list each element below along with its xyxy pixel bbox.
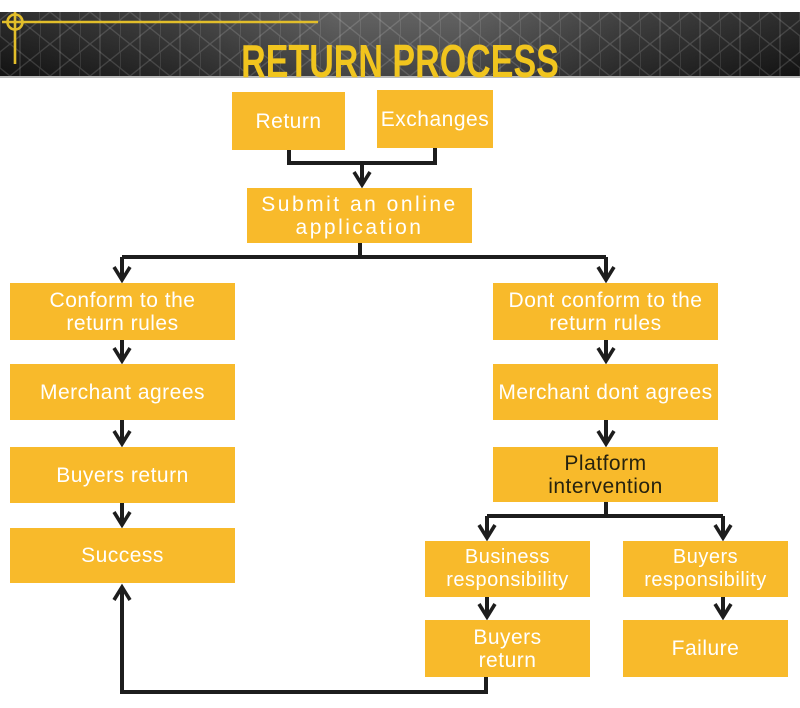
header-band: RETURN PROCESS: [0, 12, 800, 84]
flow-node-label: Buyers responsibility: [644, 546, 767, 591]
flow-node-merchant-agrees: Merchant agrees: [10, 364, 235, 420]
flow-node-dont-conform-rules: Dont conform to the return rules: [493, 283, 718, 340]
hex-mesh-pattern: [0, 12, 800, 76]
flow-node-label: Platform intervention: [548, 451, 663, 498]
flow-node-submit-application: Submit an online application: [247, 188, 472, 243]
flow-node-label: Submit an online application: [261, 192, 458, 239]
flow-node-label: Buyers return: [473, 625, 542, 672]
connector-merge-top: [287, 148, 437, 165]
flow-node-failure: Failure: [623, 620, 788, 677]
flow-node-buyers-return-left: Buyers return: [10, 447, 235, 503]
flow-node-buyers-responsibility: Buyers responsibility: [623, 541, 788, 597]
flow-node-label: Business responsibility: [446, 546, 569, 591]
flow-node-conform-rules: Conform to the return rules: [10, 283, 235, 340]
flow-node-merchant-dont-agrees: Merchant dont agrees: [493, 364, 718, 420]
flow-node-label: Dont conform to the return rules: [508, 288, 703, 335]
flow-node-label: Merchant agrees: [39, 380, 206, 404]
crosshair-icon: [2, 12, 318, 64]
flow-node-label: Conform to the return rules: [49, 288, 196, 335]
flow-node-label: Exchanges: [380, 107, 490, 131]
connector-feedback: [122, 677, 488, 694]
flow-node-label: Success: [81, 544, 164, 567]
connector-split-platform: [487, 502, 723, 518]
flow-node-label: Return: [255, 109, 322, 133]
flow-node-return: Return: [232, 92, 345, 150]
flow-node-label: Merchant dont agrees: [498, 380, 713, 404]
flow-node-label: Failure: [671, 637, 740, 660]
flow-node-success: Success: [10, 528, 235, 583]
flow-node-platform-intervention: Platform intervention: [493, 447, 718, 502]
flow-node-exchanges: Exchanges: [377, 90, 493, 148]
page-title: RETURN PROCESS: [241, 35, 559, 87]
flow-node-label: Buyers return: [56, 463, 189, 487]
flow-node-business-responsibility: Business responsibility: [425, 541, 590, 597]
flow-node-buyers-return-right: Buyers return: [425, 620, 590, 677]
connector-split-main: [122, 243, 606, 259]
